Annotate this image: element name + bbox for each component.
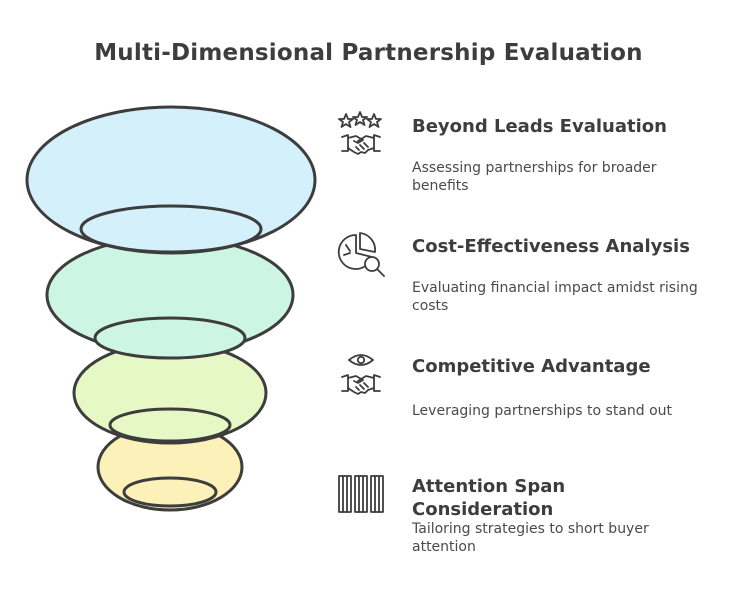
- item-heading: Cost-Effectiveness Analysis: [412, 236, 690, 257]
- pie-chart-magnifier-icon: [337, 232, 385, 277]
- columns-icon: [338, 475, 384, 513]
- eye-handshake-icon: [341, 354, 381, 395]
- funnel-layer-2: [45, 235, 295, 360]
- item-description: Assessing partnerships for broader benef…: [412, 160, 657, 194]
- item-heading: Competitive Advantage: [412, 356, 651, 377]
- page-title: Multi-Dimensional Partnership Evaluation: [94, 40, 643, 66]
- funnel-layer-3: [72, 341, 268, 445]
- stars-handshake-icon: [338, 111, 382, 155]
- item-heading: Attention Span Consideration: [412, 476, 566, 520]
- item-heading: Beyond Leads Evaluation: [412, 116, 667, 137]
- item-description: Leveraging partnerships to stand out: [412, 403, 673, 419]
- item-description: Evaluating financial impact amidst risin…: [412, 280, 698, 314]
- funnel-layer-1: [25, 105, 317, 255]
- item-description: Tailoring strategies to short buyer atte…: [412, 521, 649, 555]
